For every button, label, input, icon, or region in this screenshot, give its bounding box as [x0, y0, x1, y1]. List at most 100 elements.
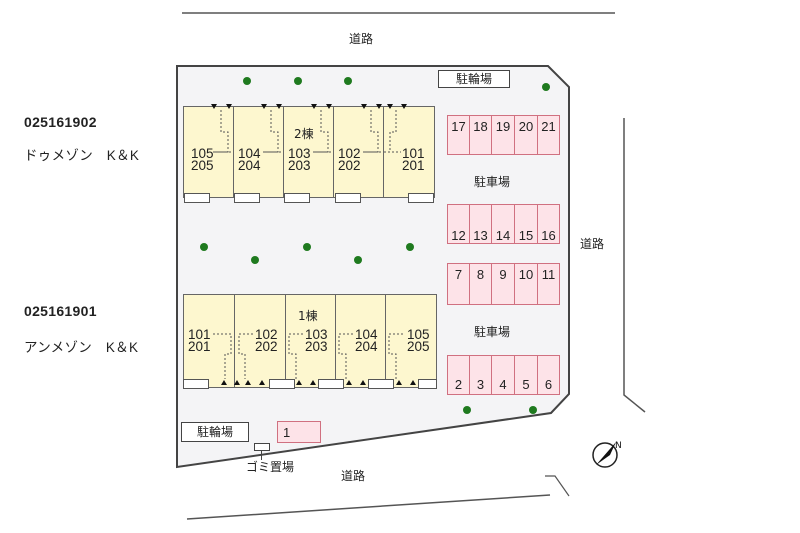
storage-box — [318, 379, 344, 389]
unit-101-201[interactable]: 101 201 — [183, 294, 235, 388]
entrance-marker-icon — [234, 380, 240, 385]
entrance-marker-icon — [396, 380, 402, 385]
unit-104-204[interactable]: 104 204 — [335, 294, 386, 388]
unit-number-lower: 102 — [255, 327, 278, 342]
parking-space-15[interactable]: 15 — [514, 204, 538, 244]
bicycle-parking-bottom: 駐輪場 — [181, 422, 249, 442]
unit-number-lower: 102 — [338, 146, 361, 161]
unit-number-upper: 203 — [305, 339, 328, 354]
building-name-1: 1棟 — [298, 309, 318, 323]
tree-icon — [344, 77, 352, 85]
parking-space-19[interactable]: 19 — [491, 115, 515, 155]
stair-lines — [213, 110, 401, 153]
tree-icon — [200, 243, 208, 251]
road-edge-right — [623, 118, 646, 413]
entrance-marker-icon — [311, 104, 317, 109]
entrance-marker-icon — [245, 380, 251, 385]
parking-space-8[interactable]: 8 — [469, 263, 492, 305]
parking-space-16[interactable]: 16 — [537, 204, 560, 244]
unit-number-lower: 105 — [191, 146, 214, 161]
north-arrow-icon: N — [592, 441, 622, 468]
bicycle-parking-top: 駐輪場 — [438, 70, 510, 88]
storage-box — [418, 379, 437, 389]
road-label-right: 道路 — [580, 237, 605, 251]
storage-box — [408, 193, 434, 203]
unit-number-lower: 105 — [407, 327, 430, 342]
parking-space-1[interactable]: 1 — [277, 421, 321, 443]
parking-space-12[interactable]: 12 — [447, 204, 470, 244]
parking-row-2-6: 2 3 4 5 6 — [447, 355, 560, 395]
storage-box — [284, 193, 310, 203]
parking-space-14[interactable]: 14 — [491, 204, 515, 244]
tree-icon — [529, 406, 537, 414]
unit-103-203[interactable]: 1棟 103 203 — [285, 294, 336, 388]
unit-number-upper: 204 — [355, 339, 378, 354]
garbage-box — [254, 443, 270, 451]
unit-number-upper: 202 — [255, 339, 278, 354]
unit-number-upper: 203 — [288, 158, 311, 173]
parking-space-10[interactable]: 10 — [514, 263, 538, 305]
tree-icon — [354, 256, 362, 264]
parking-space-9[interactable]: 9 — [491, 263, 515, 305]
parking-space-3[interactable]: 3 — [469, 355, 492, 395]
unit-105-205[interactable]: 105 205 — [385, 294, 437, 388]
road-label-top: 道路 — [349, 32, 374, 46]
parking-space-21[interactable]: 21 — [537, 115, 560, 155]
parking-space-20[interactable]: 20 — [514, 115, 538, 155]
unit-number-lower: 103 — [288, 146, 311, 161]
parking-space-6[interactable]: 6 — [537, 355, 560, 395]
parking-row-12-16: 12 13 14 15 16 — [447, 204, 560, 244]
storage-box — [269, 379, 295, 389]
entrance-marker-icon — [259, 380, 265, 385]
entrance-marker-icon — [226, 104, 232, 109]
parking-space-5[interactable]: 5 — [514, 355, 538, 395]
road-label-bottom: 道路 — [341, 469, 366, 483]
unit-number-upper: 201 — [188, 339, 211, 354]
storage-box — [184, 193, 210, 203]
entrance-marker-icon — [376, 104, 382, 109]
parking-row-7-11: 7 8 9 10 11 — [447, 263, 560, 305]
parking-space-4[interactable]: 4 — [491, 355, 515, 395]
parking-space-18[interactable]: 18 — [469, 115, 492, 155]
entrance-marker-icon — [387, 104, 393, 109]
entrance-marker-icon — [211, 104, 217, 109]
entrance-marker-icon — [221, 380, 227, 385]
entrance-marker-icon — [261, 104, 267, 109]
unit-number-upper: 202 — [338, 158, 361, 173]
parking-space-2[interactable]: 2 — [447, 355, 470, 395]
unit-number-lower: 104 — [355, 327, 378, 342]
tree-icon — [406, 243, 414, 251]
svg-text:N: N — [615, 441, 622, 451]
stair-lines — [213, 333, 403, 379]
tree-icon — [243, 77, 251, 85]
unit-number-lower: 101 — [402, 146, 425, 161]
parking-space-17[interactable]: 17 — [447, 115, 470, 155]
entrance-marker-icon — [346, 380, 352, 385]
tree-icon — [542, 83, 550, 91]
unit-number-lower: 103 — [305, 327, 328, 342]
car-parking-label-lower: 駐車場 — [474, 325, 511, 339]
parking-space-11[interactable]: 11 — [537, 263, 560, 305]
unit-102-202[interactable]: 102 202 — [234, 294, 286, 388]
entrance-marker-icon — [361, 104, 367, 109]
tree-icon — [463, 406, 471, 414]
unit-number-upper: 205 — [191, 158, 214, 173]
unit-101-201[interactable]: 101 201 — [383, 106, 435, 198]
garbage-label: ゴミ置場 — [246, 460, 295, 474]
car-parking-label-upper: 駐車場 — [474, 175, 511, 189]
entrance-marker-icon — [360, 380, 366, 385]
storage-box — [335, 193, 361, 203]
tree-icon — [294, 77, 302, 85]
storage-box — [183, 379, 209, 389]
property-name-1: アンメゾン K＆K — [24, 340, 139, 355]
entrance-marker-icon — [401, 104, 407, 109]
property-code-1: 025161901 — [24, 303, 97, 319]
tree-icon — [251, 256, 259, 264]
entrance-marker-icon — [410, 380, 416, 385]
parking-space-7[interactable]: 7 — [447, 263, 470, 305]
road-edge-bottom — [186, 494, 551, 520]
building-1: 101 201 102 202 1棟 103 203 104 204 105 2… — [183, 294, 437, 389]
entrance-marker-icon — [326, 104, 332, 109]
parking-space-13[interactable]: 13 — [469, 204, 492, 244]
entrance-marker-icon — [276, 104, 282, 109]
